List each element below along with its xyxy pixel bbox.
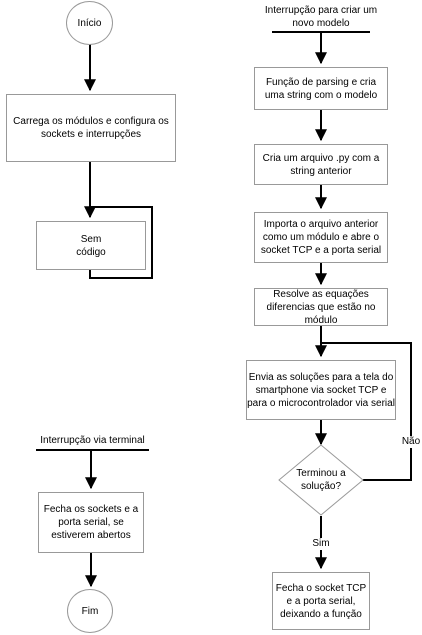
close-socket-box: Fecha o socket TCP e a porta serial, dei…: [272, 572, 370, 630]
close-socket-label: Fecha o socket TCP e a porta serial, dei…: [275, 582, 367, 620]
no-code-label: Sem código: [76, 233, 106, 258]
send-solutions-box: Envia as soluções para a tela do smartph…: [246, 360, 396, 420]
decision-node: Terminou a solução?: [287, 462, 355, 498]
terminal-interrupt-header: Interrupção via terminal: [30, 432, 155, 448]
loop-nao: [321, 342, 412, 481]
end-label: Fim: [81, 605, 99, 617]
new-model-interrupt-label: Interrupção para criar um novo modelo: [264, 5, 378, 29]
end-node: Fim: [67, 589, 113, 633]
send-solutions-label: Envia as soluções para a tela do smartph…: [247, 371, 395, 409]
close-sockets-box: Fecha os sockets e a porta serial, se es…: [38, 492, 144, 553]
edge-label-yes: Sim: [311, 538, 331, 550]
start-label: Início: [77, 17, 102, 29]
import-module-label: Importa o arquivo anterior como um módul…: [260, 219, 382, 256]
loop-sem-codigo: [89, 206, 153, 279]
edge-label-no: Não: [399, 436, 422, 448]
create-file-box: Cria um arquivo .py com a string anterio…: [254, 144, 388, 185]
import-module-box: Importa o arquivo anterior como um módul…: [254, 212, 388, 263]
close-sockets-label: Fecha os sockets e a porta serial, se es…: [43, 504, 139, 541]
parsing-box: Função de parsing e cria uma string com …: [254, 67, 388, 110]
decision-label: Terminou a solução?: [296, 468, 346, 492]
start-node: Início: [66, 1, 113, 45]
load-modules-label: Carrega os módulos e configura os socket…: [13, 116, 169, 140]
create-file-label: Cria um arquivo .py com a string anterio…: [262, 152, 380, 177]
parsing-label: Função de parsing e cria uma string com …: [264, 76, 378, 101]
solve-equations-label: Resolve as equações diferencias que estã…: [266, 288, 376, 326]
load-modules-box: Carrega os módulos e configura os socket…: [6, 94, 176, 162]
decision-diamond: [278, 444, 364, 516]
solve-equations-box: Resolve as equações diferencias que estã…: [254, 288, 388, 326]
new-model-interrupt-header: Interrupção para criar um novo modelo: [258, 3, 384, 31]
no-code-box: Sem código: [36, 221, 146, 270]
terminal-interrupt-label: Interrupção via terminal: [40, 434, 145, 446]
